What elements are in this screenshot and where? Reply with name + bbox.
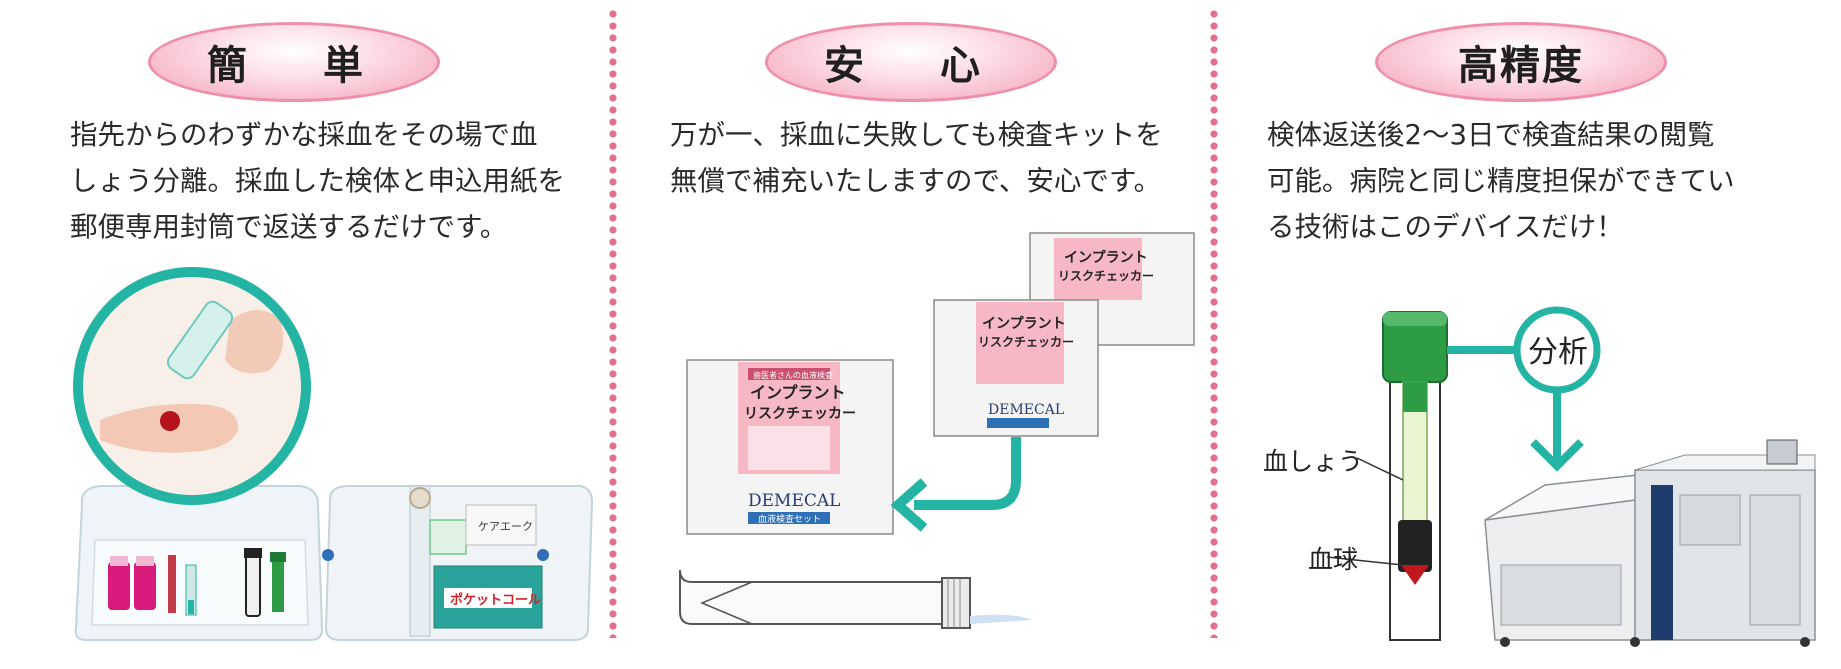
analyzer-machine-icon — [1484, 439, 1816, 647]
analysis-badge: 分析 — [1513, 306, 1601, 394]
kit-card-title: リスクチェッカー — [744, 406, 856, 422]
separation-tube-icon — [1382, 311, 1448, 641]
sample-tube-icon — [679, 569, 1032, 629]
kit-card-title: インプラント — [750, 383, 846, 402]
down-arrow-icon — [1530, 390, 1584, 472]
section-divider — [1210, 8, 1218, 638]
description-line: 指先からのわずかな採血をその場で血 — [70, 119, 538, 151]
kit-card-title: インプラント — [1064, 250, 1148, 266]
description-line: しょう分離。採血した検体と申込用紙を — [70, 165, 565, 197]
fingertip-closeup — [73, 267, 311, 505]
kit-card-title: リスクチェッカー — [1058, 269, 1154, 283]
kit-label-text: ケアエーク — [478, 520, 533, 533]
description-line: 郵便専用封筒で返送するだけです。 — [70, 211, 508, 243]
kit-illustration: ケアエーク ポケットコール — [73, 267, 594, 641]
section-title-pill: 簡 単 — [148, 22, 440, 102]
kit-card-front: 歯医者さんの血液検査 インプラント リスクチェッカー DEMECAL 血液検査セ… — [686, 359, 894, 535]
description-line: 無償で補充いたしますので、安心です。 — [670, 165, 1162, 197]
description-line: 検体返送後2〜3日で検査結果の閲覧 — [1267, 119, 1715, 151]
description-line: 万が一、採血に失敗しても検査キットを — [670, 119, 1163, 151]
brand-sub-text: 血液検査セット — [758, 513, 821, 525]
section-title: 高精度 — [1458, 43, 1584, 89]
section-title: 安 心 — [824, 43, 998, 89]
description-line: 可能。病院と同じ精度担保ができてい — [1267, 165, 1735, 197]
kit-card-header: 歯医者さんの血液検査 — [753, 370, 833, 380]
kit-tray-left — [74, 485, 324, 641]
kit-card-back: インプラント リスクチェッカー — [1029, 232, 1195, 346]
kit-tray-right: ケアエーク ポケットコール — [322, 485, 594, 641]
kit-card-title: リスクチェッカー — [978, 335, 1074, 349]
analysis-label: 分析 — [1528, 335, 1588, 370]
brand-logo-text: DEMECAL — [988, 402, 1064, 418]
section-description: 指先からのわずかな採血をその場で血 しょう分離。採血した検体と申込用紙を 郵便専… — [70, 112, 565, 250]
plasma-label: 血しょう — [1263, 447, 1364, 476]
section-description: 検体返送後2〜3日で検査結果の閲覧 可能。病院と同じ精度担保ができてい る技術は… — [1267, 112, 1735, 250]
section-divider — [609, 8, 617, 638]
analysis-illustration: 分析 — [1326, 306, 1816, 647]
section-title-pill: 高精度 — [1375, 22, 1667, 102]
blood-tube-icon — [108, 556, 156, 610]
section-title-pill: 安 心 — [765, 22, 1057, 102]
section-title: 簡 単 — [207, 43, 381, 89]
kit-card-middle: インプラント リスクチェッカー DEMECAL — [933, 299, 1099, 437]
section-reassurance: 安 心 万が一、採血に失敗しても検査キットを 無償で補充いたしますので、安心です… — [612, 0, 1210, 669]
section-high-precision: 高精度 検体返送後2〜3日で検査結果の閲覧 可能。病院と同じ精度担保ができてい … — [1215, 0, 1841, 669]
kit-label-text: ポケットコール — [450, 592, 541, 608]
brand-logo-text: DEMECAL — [748, 491, 840, 511]
kit-card-title: インプラント — [982, 316, 1066, 332]
section-description: 万が一、採血に失敗しても検査キットを 無償で補充いたしますので、安心です。 — [670, 112, 1163, 204]
return-arrow-icon — [890, 437, 1021, 532]
kit-replacement-illustration: インプラント リスクチェッカー インプラント リスクチェッカー DEMECAL … — [679, 232, 1195, 629]
description-line: る技術はこのデバイスだけ！ — [1267, 211, 1624, 243]
section-simple: 簡 単 指先からのわずかな採血をその場で血 しょう分離。採血した検体と申込用紙を… — [0, 0, 610, 669]
blood-cell-label: 血球 — [1308, 545, 1359, 574]
